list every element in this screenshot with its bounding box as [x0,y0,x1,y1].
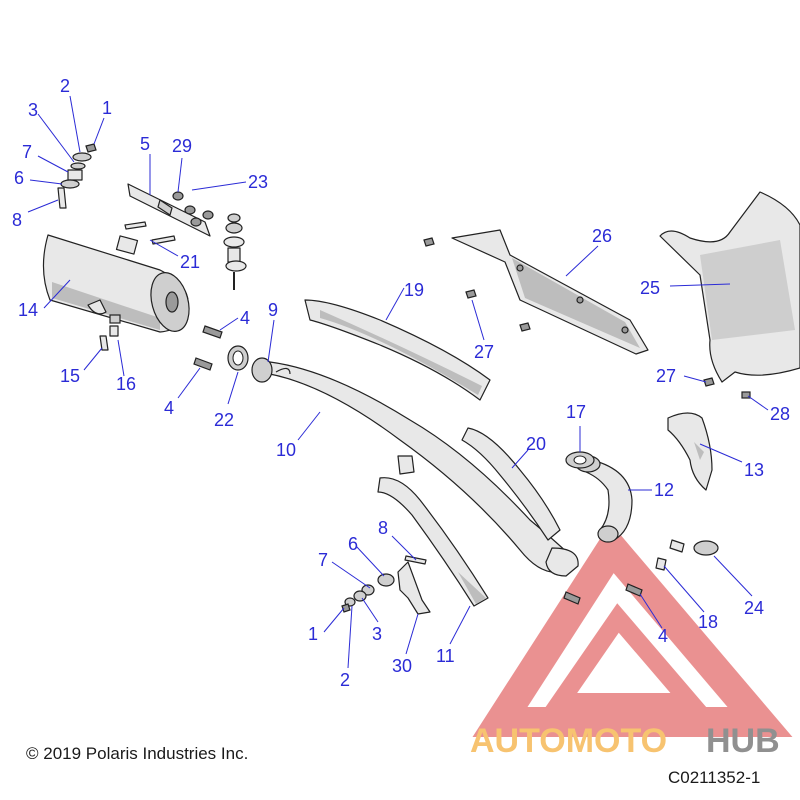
callout-7-lower: 7 [318,550,328,570]
y-pipe-part [575,455,633,543]
watermark-word-hub: HUB [706,722,780,760]
callout-15: 15 [60,366,80,386]
callout-27-upper: 27 [474,342,494,362]
callout-26: 26 [592,226,612,246]
isolator-stack [223,213,247,290]
heat-shield-25 [659,191,800,383]
bracket-part [124,183,214,245]
head-pipe-part [251,357,579,577]
callout-20: 20 [526,434,546,454]
heat-shield-26 [451,229,649,355]
tail-pipe-part [377,477,489,607]
callout-8-upper: 8 [12,210,22,230]
callout-29: 29 [172,136,192,156]
callout-4-upper: 4 [240,308,250,328]
callout-2-upper: 2 [60,76,70,96]
callout-13: 13 [744,460,764,480]
callout-7-upper: 7 [22,142,32,162]
callout-4-middle: 4 [164,398,174,418]
callout-19: 19 [404,280,424,300]
callout-14: 14 [18,300,38,320]
callout-25: 25 [640,278,660,298]
callout-1-lower: 1 [308,624,318,644]
heat-shield-upper [304,299,491,401]
callout-23: 23 [248,172,268,192]
callout-4-lower: 4 [658,626,668,646]
callout-11: 11 [436,646,455,666]
callout-10: 10 [276,440,296,460]
callout-6-upper: 6 [14,168,24,188]
muffler-part [42,234,190,333]
callout-21: 21 [180,252,200,272]
gasket-part [227,345,249,371]
callout-2-lower: 2 [340,670,350,690]
callout-27-lower: 27 [656,366,676,386]
flange-gasket-part [565,451,595,469]
callout-22: 22 [214,410,234,430]
callout-6-lower: 6 [348,534,358,554]
callout-16: 16 [116,374,136,394]
callout-17: 17 [566,402,586,422]
callout-numbers: 1 2 3 7 6 8 5 29 23 21 14 15 16 4 4 9 22… [12,76,790,690]
callout-1-upper: 1 [102,98,112,118]
callout-28: 28 [770,404,790,424]
callout-3-lower: 3 [372,624,382,644]
watermark-word-automoto: AUTOMOTO [470,722,667,760]
heat-shield-lower [461,427,561,541]
clamp-part [669,539,719,556]
small-fasteners [99,237,751,571]
leader-lines [27,95,769,669]
fastener-stack-left [57,143,97,209]
callout-8-lower: 8 [378,518,388,538]
copyright-text: © 2019 Polaris Industries Inc. [26,744,249,763]
diagram-number: C0211352-1 [668,768,761,787]
watermark-logo: AUTOMOTO HUB [470,522,793,760]
callout-3-upper: 3 [28,100,38,120]
bracket-lower-part [341,555,431,615]
spring-parts [193,325,643,605]
callout-5: 5 [140,134,150,154]
callout-18: 18 [698,612,718,632]
callout-30: 30 [392,656,412,676]
callout-24: 24 [744,598,764,618]
heat-shield-13 [667,412,713,491]
callout-12: 12 [654,480,674,500]
callout-9: 9 [268,300,278,320]
